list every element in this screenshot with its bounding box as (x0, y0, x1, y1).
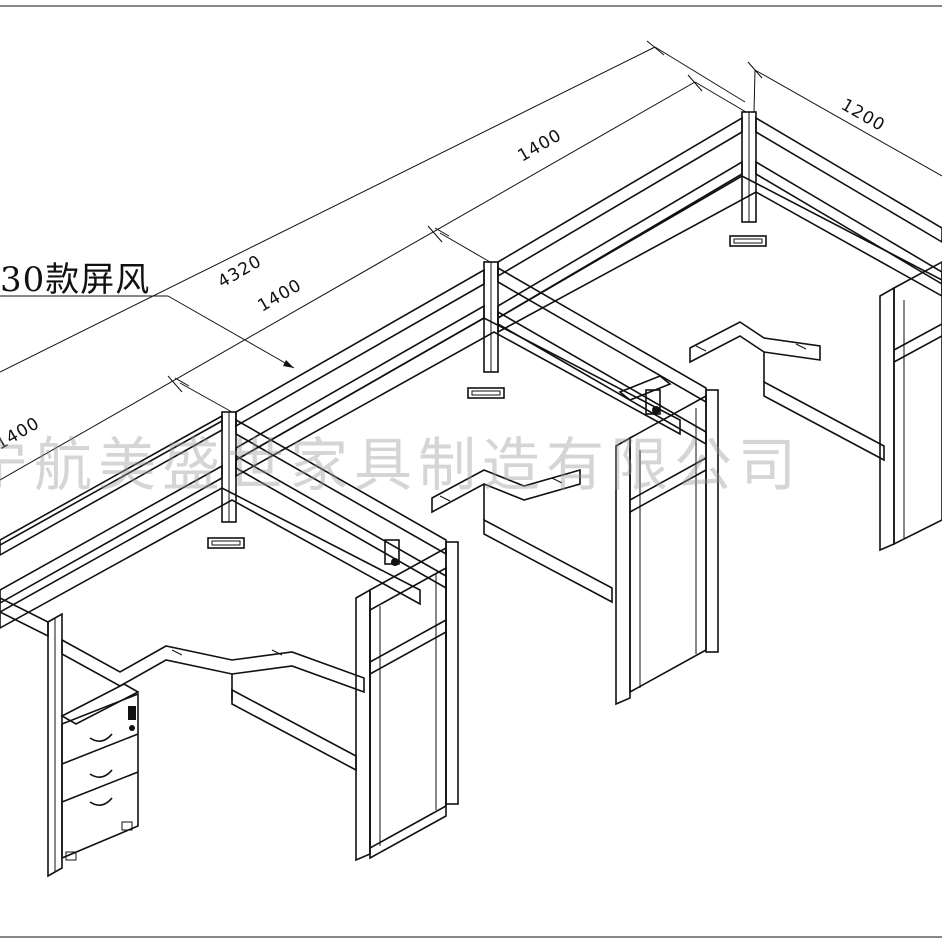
dim-module-2: 1400 (255, 275, 306, 316)
back-screen-panels (0, 111, 757, 604)
dim-overall: 4320 (215, 251, 266, 292)
right-end-leg (879, 261, 942, 552)
desk-1 (0, 487, 421, 772)
dimension-modules (0, 74, 747, 481)
leg-unit-1 (355, 541, 459, 862)
dim-depth: 1200 (838, 95, 889, 136)
desk-3 (497, 175, 942, 462)
mobile-pedestal (60, 683, 140, 861)
dimension-depth (747, 61, 942, 177)
callout-label: 30款屏风 (0, 260, 151, 300)
watermark-text: 宁航美盛世家具制造有限公司 (0, 431, 803, 499)
dimension-overall (0, 40, 746, 373)
leg-unit-2 (615, 389, 719, 706)
divider-screens (235, 116, 942, 590)
left-end-leg (0, 597, 63, 878)
callout-leader (0, 295, 295, 369)
desk-2 (235, 317, 681, 604)
